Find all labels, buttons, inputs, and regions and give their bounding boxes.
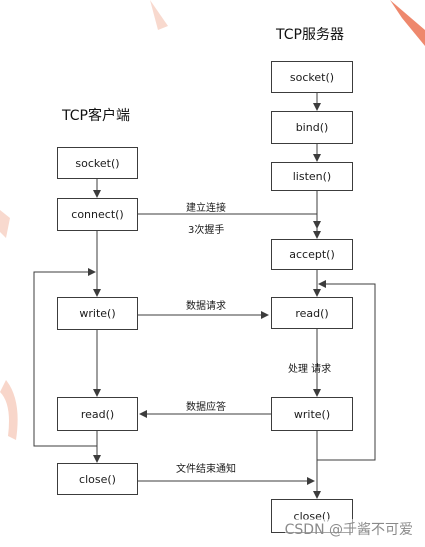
server-bind-box: bind() bbox=[271, 111, 353, 144]
server-listen-box: listen() bbox=[271, 162, 353, 191]
label-process-request: 处理 请求 bbox=[288, 364, 332, 375]
client-read-box: read() bbox=[57, 397, 138, 431]
csdn-watermark: CSDN @千酱不可爱 bbox=[284, 519, 413, 539]
label-data-response: 数据应答 bbox=[186, 402, 226, 413]
client-socket-box: socket() bbox=[57, 147, 138, 179]
server-read-box: read() bbox=[271, 297, 353, 329]
server-write-box: write() bbox=[271, 397, 353, 431]
label-data-request: 数据请求 bbox=[186, 301, 226, 312]
arrow-connect-handshake bbox=[138, 213, 321, 229]
server-title: TCP服务器 bbox=[276, 27, 344, 43]
client-title: TCP客户端 bbox=[62, 108, 130, 124]
label-connect-top: 建立连接 bbox=[186, 203, 226, 214]
arrow-client-loop bbox=[33, 268, 97, 447]
arrow-server-loop bbox=[317, 280, 376, 461]
server-accept-box: accept() bbox=[271, 239, 353, 270]
label-connect-bottom: 3次握手 bbox=[188, 225, 225, 236]
client-close-box: close() bbox=[57, 463, 138, 495]
label-eof-notify: 文件结束通知 bbox=[176, 464, 236, 475]
client-connect-box: connect() bbox=[57, 198, 138, 231]
server-socket-box: socket() bbox=[271, 61, 353, 93]
client-write-box: write() bbox=[57, 297, 138, 330]
